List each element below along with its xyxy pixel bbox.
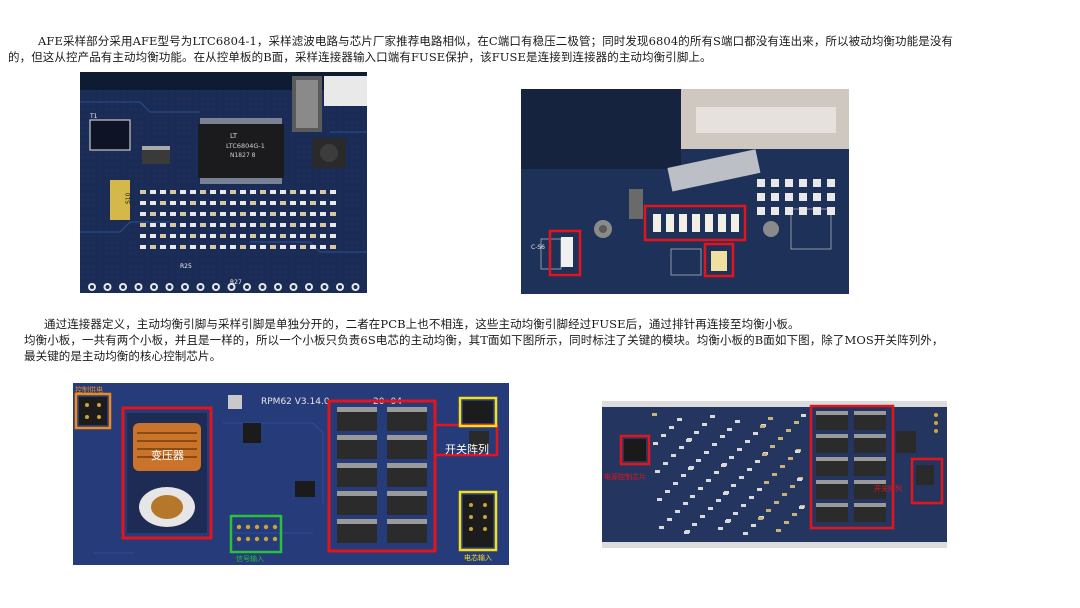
control-chip-label: 电源控制芯片 [604, 472, 646, 481]
fuse-board-drawing: C-S6 [521, 89, 849, 294]
paragraph-balance-line-2: 均衡小板，一共有两个小板，并且是一样的，所以一个小板只负责6S电芯的主动均衡，其… [24, 333, 944, 347]
smd-components [652, 413, 806, 535]
silk-s10: S10 [125, 192, 132, 204]
signal-connector-pins [236, 524, 278, 542]
board-title-silk: RPM62 V3.14.0 [261, 397, 330, 407]
afe-board-photo: LT LTC6804G-1 N1827 8 S10 T1 R27 R25 [80, 72, 367, 293]
chip-lot-text: N1827 8 [230, 152, 256, 159]
resistor-array [140, 190, 336, 249]
silk-r27: R25 [180, 263, 192, 270]
top-connector-highlight [458, 396, 498, 428]
paragraph-balance-line-3: 最关键的是主动均衡的核心控制芯片。 [24, 349, 222, 363]
paragraph-balance-line-1: 通过连接器定义，主动均衡引脚与采样引脚是单独分开的，二者在PCB上也不相连，这些… [44, 317, 800, 331]
ltc6804-chip [198, 124, 284, 178]
chip-logo-text: LT [230, 132, 238, 140]
cell-input-label: 电芯输入 [464, 553, 492, 562]
tantalum-capacitor [110, 180, 130, 220]
fuse-single-highlight [703, 242, 735, 278]
balance-board-top-photo: 控制供电 变压器 RPM62 V3.14.0 20 -04 信号输入 开关阵列 [73, 383, 509, 565]
switch-array-highlight [327, 399, 437, 553]
smd-pads [653, 179, 835, 232]
fuse-array-highlight [643, 204, 747, 242]
mosfet-array-bottom [816, 411, 886, 522]
chip-part-text: LTC6804G-1 [226, 142, 265, 150]
switch-array-label: 开关阵列 [445, 442, 489, 456]
cell-input-highlight [458, 490, 498, 552]
afe-board-drawing: LT LTC6804G-1 N1827 8 S10 T1 R27 R25 [80, 72, 367, 293]
control-chip-highlight [619, 434, 651, 466]
transformer-highlight [121, 406, 213, 540]
connector-pins [88, 283, 360, 291]
switch-array-bottom-label: 开关阵列 [874, 484, 902, 493]
paragraph-afe-line-1: AFE采样部分采用AFE型号为LTC6804-1，采样滤波电路与芯片厂家推荐电路… [38, 34, 954, 48]
signal-connector-highlight [229, 514, 283, 554]
power-supply-label: 控制供电 [75, 385, 103, 394]
transformer-label: 变压器 [151, 448, 184, 462]
fuse-board-photo: C-S6 [521, 89, 849, 294]
signal-connector-label: 信号输入 [236, 554, 264, 563]
balance-board-bottom-drawing: 电源控制芯片 开关阵列 [602, 401, 947, 548]
balance-board-bottom-photo: 电源控制芯片 开关阵列 [602, 401, 947, 548]
power-supply-highlight [74, 392, 112, 430]
silk-r63: R27 [230, 279, 242, 286]
mosfet-array [337, 407, 427, 543]
balance-board-top-drawing: 控制供电 变压器 RPM62 V3.14.0 20 -04 信号输入 开关阵列 [73, 383, 509, 565]
fuse-left-highlight [548, 229, 582, 277]
switch-array-bottom-highlight [809, 404, 895, 530]
silk-c-s6: C-S6 [531, 244, 545, 251]
silk-t1: T1 [89, 113, 98, 120]
paragraph-afe-line-2: 的，但这从控产品有主动均衡功能。在从控单板的B面，采样连接器输入口端有FUSE保… [8, 50, 712, 64]
